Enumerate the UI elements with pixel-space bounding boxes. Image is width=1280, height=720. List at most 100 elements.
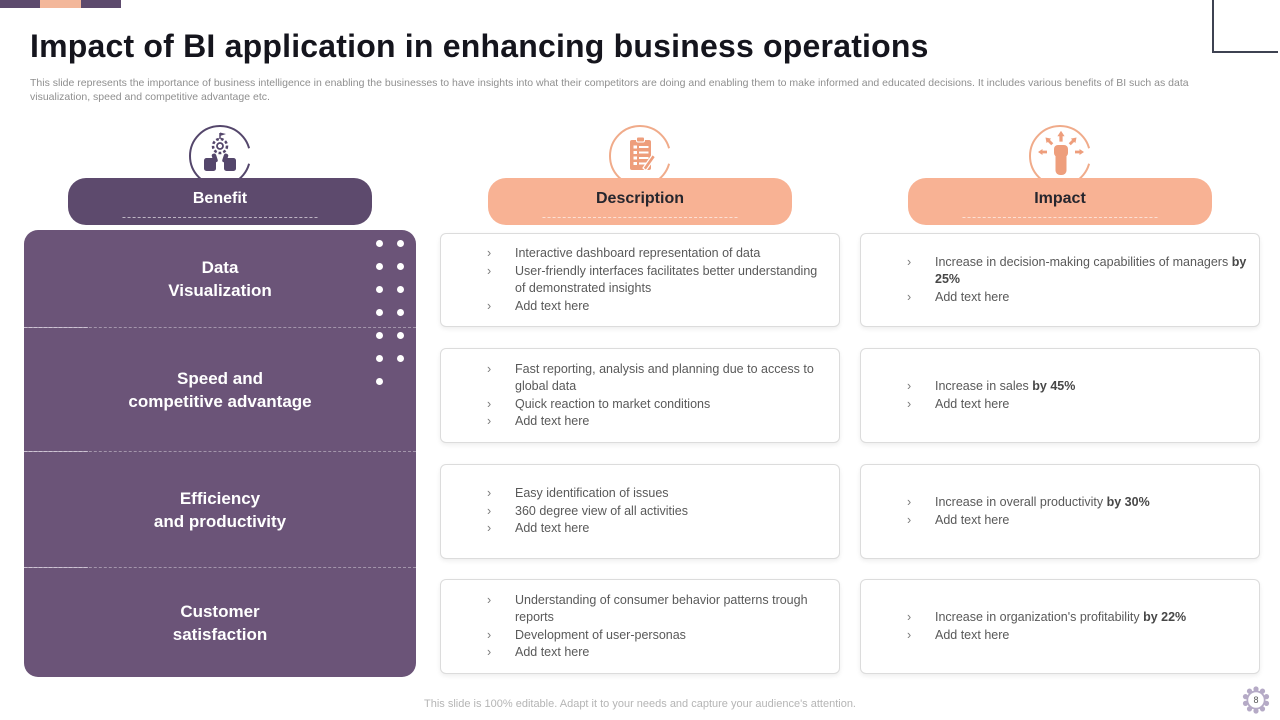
- chevron-bullet-icon: ›: [487, 521, 492, 536]
- bullet-text: 360 degree view of all activities: [515, 503, 689, 518]
- chevron-bullet-icon: ›: [907, 254, 912, 269]
- bullet-list: › Increase in decision-making capabilitie…: [861, 254, 1259, 307]
- circle-notch-decoration: [1083, 148, 1099, 164]
- benefit-label-line: Efficiency: [179, 488, 261, 508]
- impact-box: › Increase in overall productivity by 30%…: [860, 464, 1260, 559]
- chevron-bullet-icon: ›: [487, 298, 492, 313]
- column-header-impact: Impact: [908, 178, 1212, 225]
- chevron-bullet-icon: ›: [487, 246, 492, 260]
- benefit-panel: Data Visualization Speed and competitive…: [24, 230, 416, 677]
- gear-icon: [1242, 686, 1270, 714]
- column-header-label: Impact: [1034, 190, 1086, 207]
- chevron-bullet-icon: ›: [907, 396, 912, 411]
- bullet-item: › Fast reporting, analysis and planning d…: [487, 361, 827, 396]
- bullet-item: › Add text here: [487, 298, 827, 316]
- chevron-bullet-icon: ›: [907, 512, 912, 527]
- bullet-item: ›Interactive dashboard representation of…: [487, 245, 827, 263]
- chevron-bullet-icon: ›: [907, 610, 912, 624]
- bullet-text: Add text here: [515, 521, 590, 536]
- column-header-label: Description: [595, 190, 684, 207]
- chevron-bullet-icon: ›: [487, 486, 492, 501]
- benefit-label-line: Speed and: [177, 368, 263, 388]
- circle-notch-decoration: [243, 148, 259, 164]
- bullet-list: › Fast reporting, analysis and planning d…: [441, 361, 839, 431]
- footer-note: This slide is 100% editable. Adapt it to…: [424, 698, 856, 710]
- page-number: 8: [1253, 695, 1259, 705]
- chevron-bullet-icon: ›: [487, 263, 492, 278]
- benefit-label-line: competitive advantage: [128, 391, 312, 411]
- bullet-text: Add text here: [935, 396, 1010, 411]
- description-box: ›Interactive dashboard representation of…: [440, 233, 840, 327]
- bullet-list: › Increase in sales by 45% › Add text here: [861, 378, 1259, 413]
- chevron-bullet-icon: ›: [487, 503, 492, 518]
- dots-decoration: [376, 240, 404, 385]
- bullet-list: › Increase in overall productivity by 30%…: [861, 494, 1259, 529]
- bullet-item: › Quick reaction to market conditions: [487, 396, 827, 414]
- impact-box: › Increase in sales by 45% › Add text here: [860, 348, 1260, 443]
- bold-metric: by 25%: [935, 254, 1247, 287]
- bullet-text: Increase in overall productivity by 30%: [935, 495, 1150, 509]
- bullet-item: › Increase in overall productivity by 30%: [907, 494, 1247, 512]
- bullet-item: ›Understanding of consumer behavior patt…: [487, 592, 827, 627]
- benefit-label-line: satisfaction: [172, 624, 268, 644]
- benefit-label-line: Visualization: [168, 280, 272, 300]
- bullet-text: Quick reaction to market conditions: [515, 396, 711, 411]
- bullet-list: ›Interactive dashboard representation of…: [441, 245, 839, 315]
- bullet-list: › Increase in organization's profitabilit…: [861, 609, 1259, 644]
- column-header-description: Description: [488, 178, 792, 225]
- benefit-label: Data Visualization: [168, 256, 272, 302]
- bullet-item: › 360 degree view of all activities: [487, 503, 827, 521]
- bullet-list: ›Understanding of consumer behavior patt…: [441, 592, 839, 662]
- chevron-bullet-icon: ›: [907, 379, 912, 393]
- description-box: ›Understanding of consumer behavior patt…: [440, 579, 840, 674]
- bullet-item: › User-friendly interfaces facilitates be…: [487, 263, 827, 298]
- bullet-text: Increase in organization's profitability…: [935, 610, 1187, 624]
- bullet-text: Add text here: [515, 645, 590, 659]
- header-dash-decoration: [122, 217, 318, 218]
- benefit-row: Speed and competitive advantage: [24, 328, 416, 452]
- impact-box: › Increase in decision-making capabilitie…: [860, 233, 1260, 327]
- column-header-label: Benefit: [192, 190, 248, 207]
- benefit-label: Efficiency and productivity: [154, 487, 286, 533]
- bullet-item: ›Add text here: [907, 627, 1247, 645]
- clipboard-checklist-icon: [609, 125, 671, 187]
- bold-metric: by 30%: [1106, 495, 1150, 509]
- bullet-item: › Add text here: [487, 520, 827, 538]
- chevron-bullet-icon: ›: [907, 289, 912, 304]
- benefit-label-line: Customer: [180, 601, 260, 621]
- bullet-text: Add text here: [935, 627, 1010, 642]
- accent-bar-segment: [40, 0, 81, 8]
- bullet-text: Add text here: [515, 298, 590, 313]
- corner-frame-decoration: [1212, 0, 1278, 53]
- bullet-item: ›Easy identification of issues: [487, 485, 827, 503]
- bold-metric: by 22%: [1143, 610, 1187, 624]
- bullet-item: ›Add text here: [487, 413, 827, 431]
- chevron-bullet-icon: ›: [487, 627, 492, 642]
- bullet-item: › Increase in organization's profitabilit…: [907, 609, 1247, 627]
- bullet-text: User-friendly interfaces facilitates bet…: [515, 263, 818, 296]
- bullet-item: › Increase in sales by 45%: [907, 378, 1247, 396]
- bullet-list: ›Easy identification of issues › 360 degr…: [441, 485, 839, 538]
- chevron-bullet-icon: ›: [487, 361, 492, 376]
- circle-notch-decoration: [663, 148, 679, 164]
- bullet-text: Add text here: [935, 512, 1010, 527]
- bullet-item: › Increase in decision-making capabilitie…: [907, 254, 1247, 289]
- bullet-text: Add text here: [935, 289, 1010, 304]
- bold-metric: by 45%: [1032, 379, 1076, 393]
- accent-bar-segment: [0, 0, 40, 8]
- chevron-bullet-icon: ›: [487, 396, 492, 411]
- page-title: Impact of BI application in enhancing bu…: [30, 28, 929, 64]
- column-header-benefit: Benefit: [68, 178, 372, 225]
- bullet-text: Increase in decision-making capabilities…: [935, 254, 1247, 287]
- benefit-label-line: and productivity: [153, 511, 287, 531]
- benefit-label: Customer satisfaction: [173, 600, 267, 646]
- bullet-text: Increase in sales by 45%: [935, 379, 1076, 393]
- header-dash-decoration: [542, 217, 738, 218]
- page-number-badge: 8: [1240, 684, 1272, 716]
- chevron-bullet-icon: ›: [907, 495, 912, 509]
- bullet-item: › Add text here: [907, 396, 1247, 414]
- chevron-bullet-icon: ›: [487, 592, 492, 607]
- bullet-item: › Add text here: [487, 644, 827, 662]
- chevron-bullet-icon: ›: [487, 645, 492, 659]
- bullet-text: Fast reporting, analysis and planning du…: [515, 361, 814, 394]
